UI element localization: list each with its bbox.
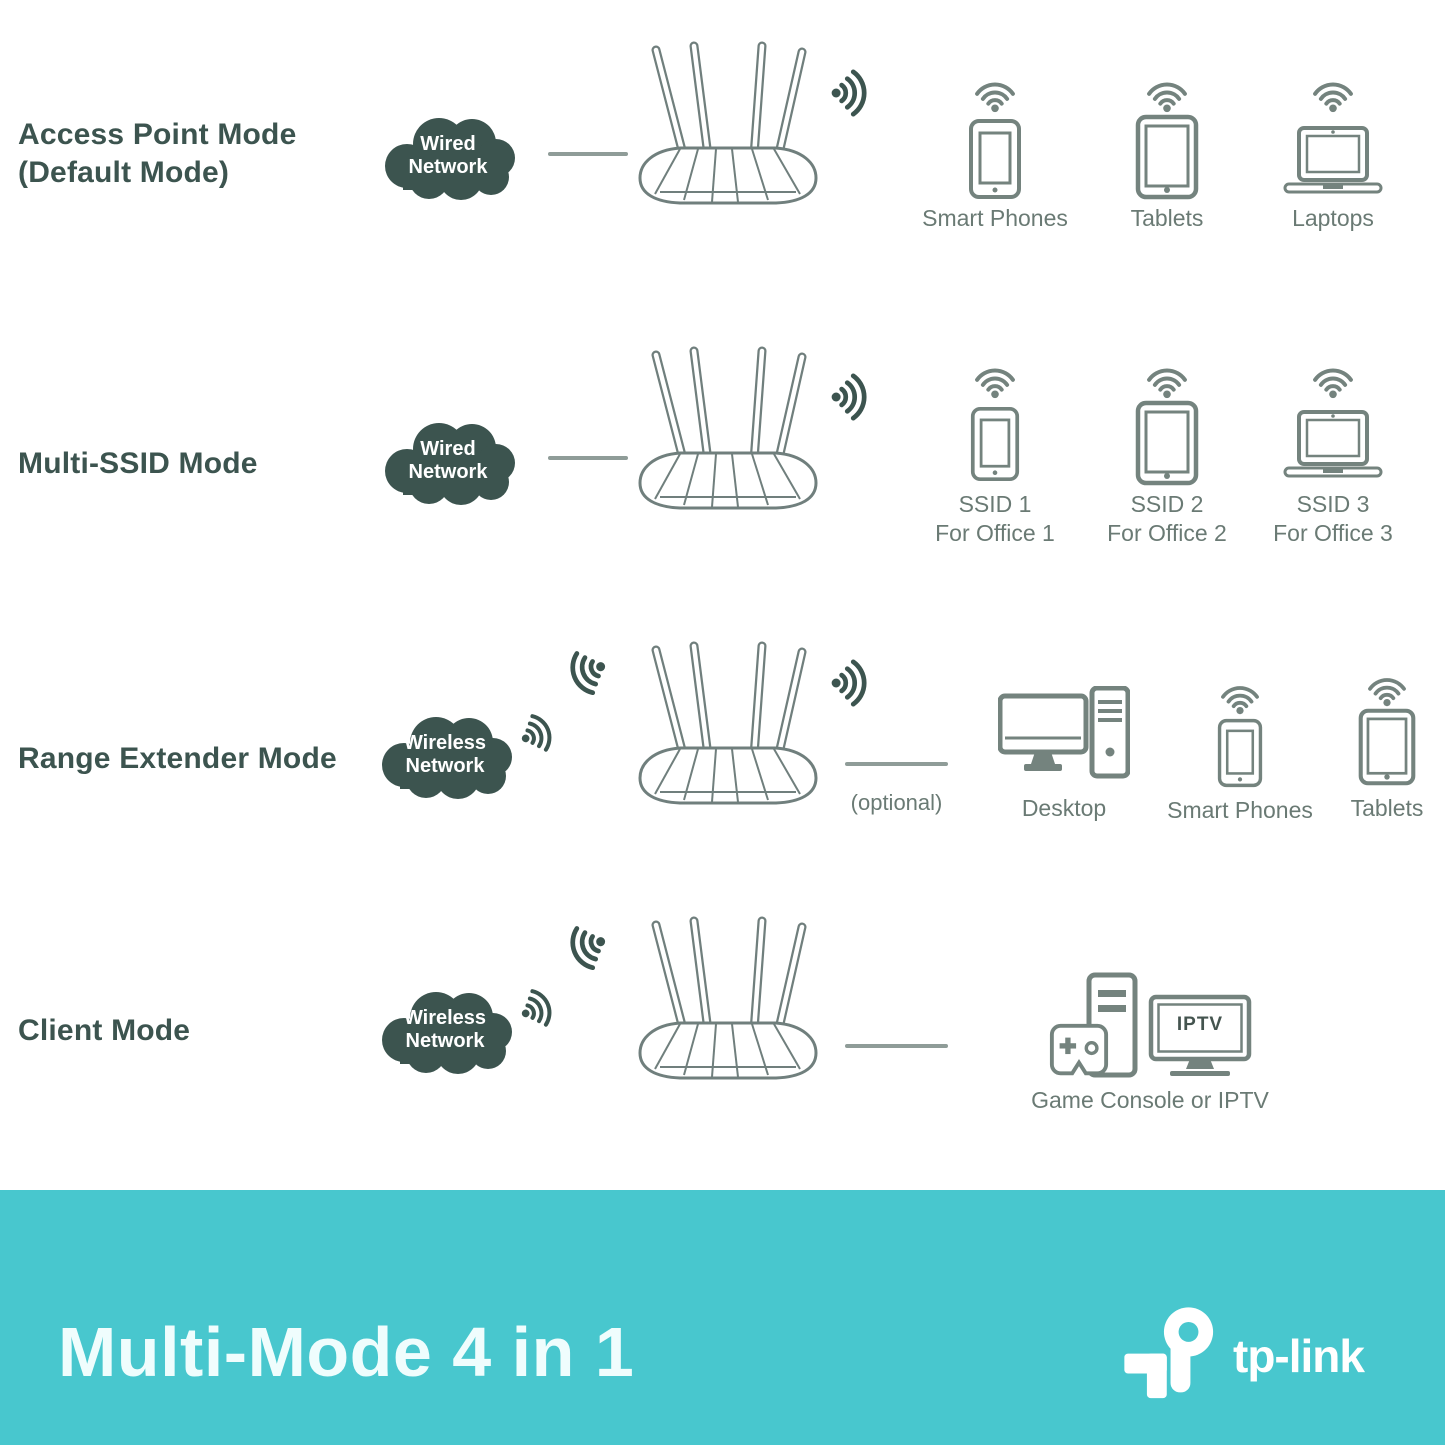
device-caption: Tablets (1350, 795, 1424, 821)
ssid-caption: SSID 2 (1130, 491, 1204, 517)
wifi-signal-icon (828, 656, 878, 710)
mode-label-line1: Access Point Mode (18, 118, 297, 151)
iptv-tv-icon (1148, 994, 1252, 1082)
device-smartphones: Smart Phones (1160, 678, 1320, 825)
tplink-logo-mark-icon (1124, 1296, 1219, 1400)
mode-label-client: Client Mode (18, 1012, 378, 1050)
cloud-label-line1: Wireless (403, 732, 487, 754)
smartphone-icon (970, 406, 1020, 482)
cloud-label-line1: Wireless (403, 1007, 487, 1029)
device-ssid1: SSID 1 For Office 1 (915, 360, 1075, 548)
wired-network-cloud: Wired Network (373, 110, 523, 202)
cloud-label-line1: Wired (420, 438, 476, 460)
wifi-icon (1144, 360, 1190, 400)
router-icon (628, 38, 828, 213)
device-caption: Smart Phones (922, 205, 1068, 231)
device-caption: Game Console or IPTV (1031, 1087, 1269, 1113)
device-smartphones: Smart Phones (915, 74, 1075, 233)
router-icon (628, 638, 828, 813)
mode-label-access-point: Access Point Mode (Default Mode) (18, 116, 378, 192)
device-ssid3: SSID 3 For Office 3 (1253, 360, 1413, 548)
wifi-icon (1310, 360, 1356, 400)
mode-label-multi-ssid: Multi-SSID Mode (18, 445, 378, 483)
optional-label: (optional) (850, 790, 943, 815)
tablet-icon (1358, 708, 1416, 786)
wifi-signal-icon (828, 66, 878, 120)
mode-label-line2: (Default Mode) (18, 156, 230, 189)
wired-connection-line (845, 1044, 948, 1048)
wifi-signal-icon (552, 639, 619, 708)
office-caption: For Office 1 (935, 520, 1055, 546)
cloud-label-line2: Network (408, 461, 488, 483)
cloud-label-line2: Network (408, 156, 488, 178)
device-tablets: Tablets (1087, 74, 1247, 233)
device-ssid2: SSID 2 For Office 2 (1087, 360, 1247, 548)
mode-label-line1: Client Mode (18, 1014, 191, 1047)
wifi-icon (1144, 74, 1190, 114)
mode-label-line1: Multi-SSID Mode (18, 447, 258, 480)
mode-label-range-extender: Range Extender Mode (18, 740, 378, 778)
wifi-icon (1365, 670, 1409, 708)
smartphone-icon (968, 118, 1022, 200)
ssid-caption: SSID 3 (1296, 491, 1370, 517)
wired-connection-line (548, 152, 628, 156)
device-desktop: Desktop (998, 686, 1130, 823)
laptop-icon (1283, 410, 1383, 482)
device-laptops: Laptops (1253, 74, 1413, 233)
wifi-signal-icon (552, 914, 619, 983)
cloud-label-line2: Network (405, 1030, 485, 1052)
wifi-signal-icon (828, 370, 878, 424)
tablet-icon (1135, 114, 1199, 200)
wifi-icon (972, 360, 1018, 400)
tplink-logo: tp-link (1124, 1296, 1365, 1400)
device-caption: Laptops (1292, 205, 1374, 231)
device-caption: Smart Phones (1167, 797, 1313, 823)
router-icon (628, 343, 828, 518)
tablet-icon (1135, 400, 1199, 486)
gamepad-icon (1048, 1022, 1110, 1078)
router-icon (628, 913, 828, 1088)
cloud-label-line2: Network (405, 755, 485, 777)
cloud-label-line1: Wired (420, 133, 476, 155)
wifi-icon (972, 74, 1018, 114)
smartphone-icon (1217, 718, 1263, 788)
desktop-icon (998, 686, 1130, 782)
office-caption: For Office 2 (1107, 520, 1227, 546)
laptop-icon (1283, 126, 1383, 198)
device-caption: Desktop (1021, 795, 1107, 821)
wired-network-cloud: Wired Network (373, 415, 523, 507)
optional-wired-line (845, 762, 948, 766)
wireless-network-cloud: Wireless Network (370, 984, 520, 1076)
wired-connection-line (548, 456, 628, 460)
footer-title: Multi-Mode 4 in 1 (58, 1313, 635, 1391)
mode-label-line1: Range Extender Mode (18, 742, 337, 775)
tplink-wordmark: tp-link (1233, 1330, 1365, 1382)
wifi-icon (1310, 74, 1356, 114)
wireless-network-cloud: Wireless Network (370, 709, 520, 801)
wifi-icon (1218, 678, 1262, 716)
ssid-caption: SSID 1 (958, 491, 1032, 517)
device-tablets: Tablets (1307, 670, 1445, 823)
device-caption: Tablets (1130, 205, 1204, 231)
office-caption: For Office 3 (1273, 520, 1393, 546)
tv-screen-label: IPTV (1176, 1014, 1224, 1035)
